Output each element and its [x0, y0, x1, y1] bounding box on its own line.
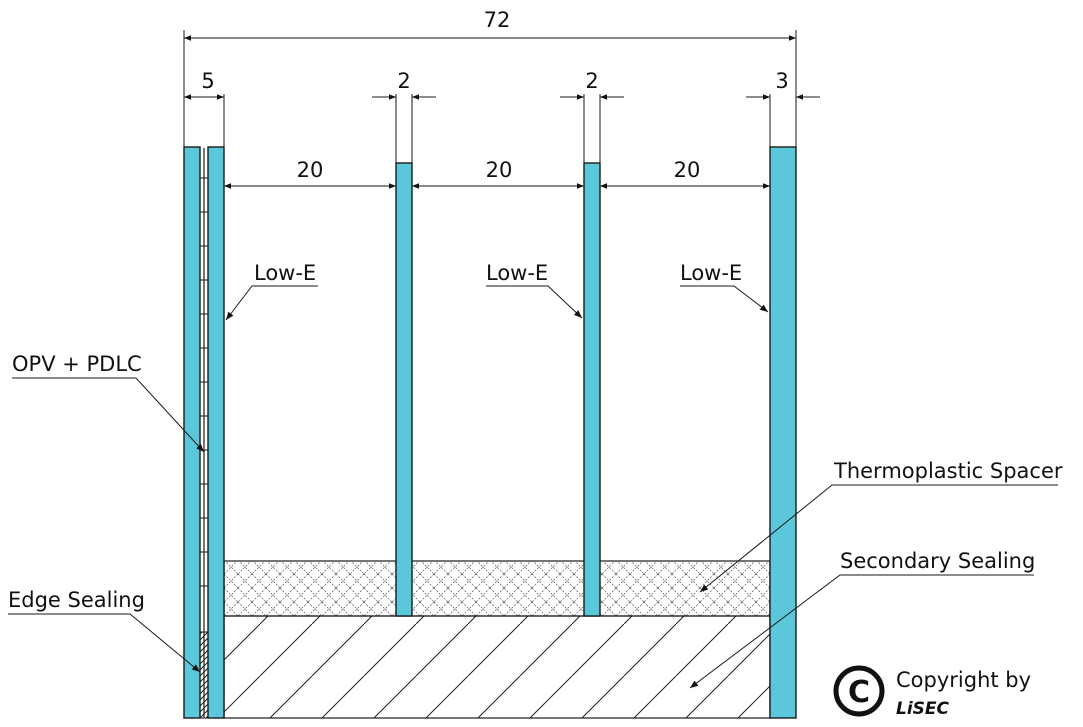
dimension-pane-right-label: 3 [775, 69, 788, 93]
extension-lines [183, 30, 797, 163]
dimension-gap-3-label: 20 [674, 158, 701, 182]
dimension-pane-mid-2: 2 [560, 69, 624, 100]
copyright-brand: LiSEC [896, 699, 950, 719]
dimension-pane-mid-2-label: 2 [585, 69, 598, 93]
glass-pane-mid-1 [395, 162, 413, 617]
callout-low-e-3: Low-E [680, 261, 769, 313]
low-e-2-label: Low-E [486, 261, 548, 285]
secondary-sealing-region [223, 615, 771, 719]
secondary-sealing-label: Secondary Sealing [840, 549, 1035, 573]
glass-pane-mid-2 [583, 162, 601, 617]
copyright-symbol-text: C [848, 675, 870, 710]
opv-pdlc-layer [200, 148, 208, 718]
thermoplastic-spacer-region [223, 560, 771, 617]
callout-edge-sealing: Edge Sealing [8, 588, 201, 673]
glass-pane-left-outer [183, 146, 201, 719]
thermoplastic-spacer-label: Thermoplastic Spacer [833, 459, 1063, 483]
edge-sealing-label: Edge Sealing [8, 588, 145, 612]
opv-pdlc-label: OPV + PDLC [12, 352, 142, 376]
glass-pane-right [769, 146, 797, 719]
glass-panes [183, 146, 797, 719]
dimension-gap-2: 20 [412, 158, 584, 189]
dimension-pane-left: 5 [184, 69, 224, 100]
dimension-gap-1: 20 [224, 158, 396, 189]
callout-secondary-sealing: Secondary Sealing [689, 549, 1035, 689]
dimension-total: 72 [184, 8, 796, 41]
edge-sealing-region [199, 631, 209, 719]
dimension-gap-1-label: 20 [297, 158, 324, 182]
dimension-gap-2-label: 20 [486, 158, 513, 182]
copyright-circle-icon [833, 665, 885, 717]
dimension-pane-left-label: 5 [201, 69, 214, 93]
dimension-pane-mid-1-label: 2 [397, 69, 410, 93]
dimension-gap-3: 20 [600, 158, 770, 189]
glass-pane-left-inner [207, 146, 225, 719]
callout-low-e-2: Low-E [486, 261, 583, 319]
dimension-pane-right: 3 [746, 69, 820, 100]
dimension-total-label: 72 [484, 8, 511, 32]
callout-opv-pdlc: OPV + PDLC [12, 352, 205, 453]
low-e-1-label: Low-E [254, 261, 316, 285]
copyright-block: C Copyright by LiSEC [833, 665, 1031, 719]
callout-low-e-1: Low-E [225, 261, 318, 321]
low-e-3-label: Low-E [680, 261, 742, 285]
copyright-text: Copyright by [896, 668, 1031, 692]
dimension-pane-mid-1: 2 [372, 69, 436, 100]
callout-thermoplastic-spacer: Thermoplastic Spacer [699, 459, 1063, 593]
